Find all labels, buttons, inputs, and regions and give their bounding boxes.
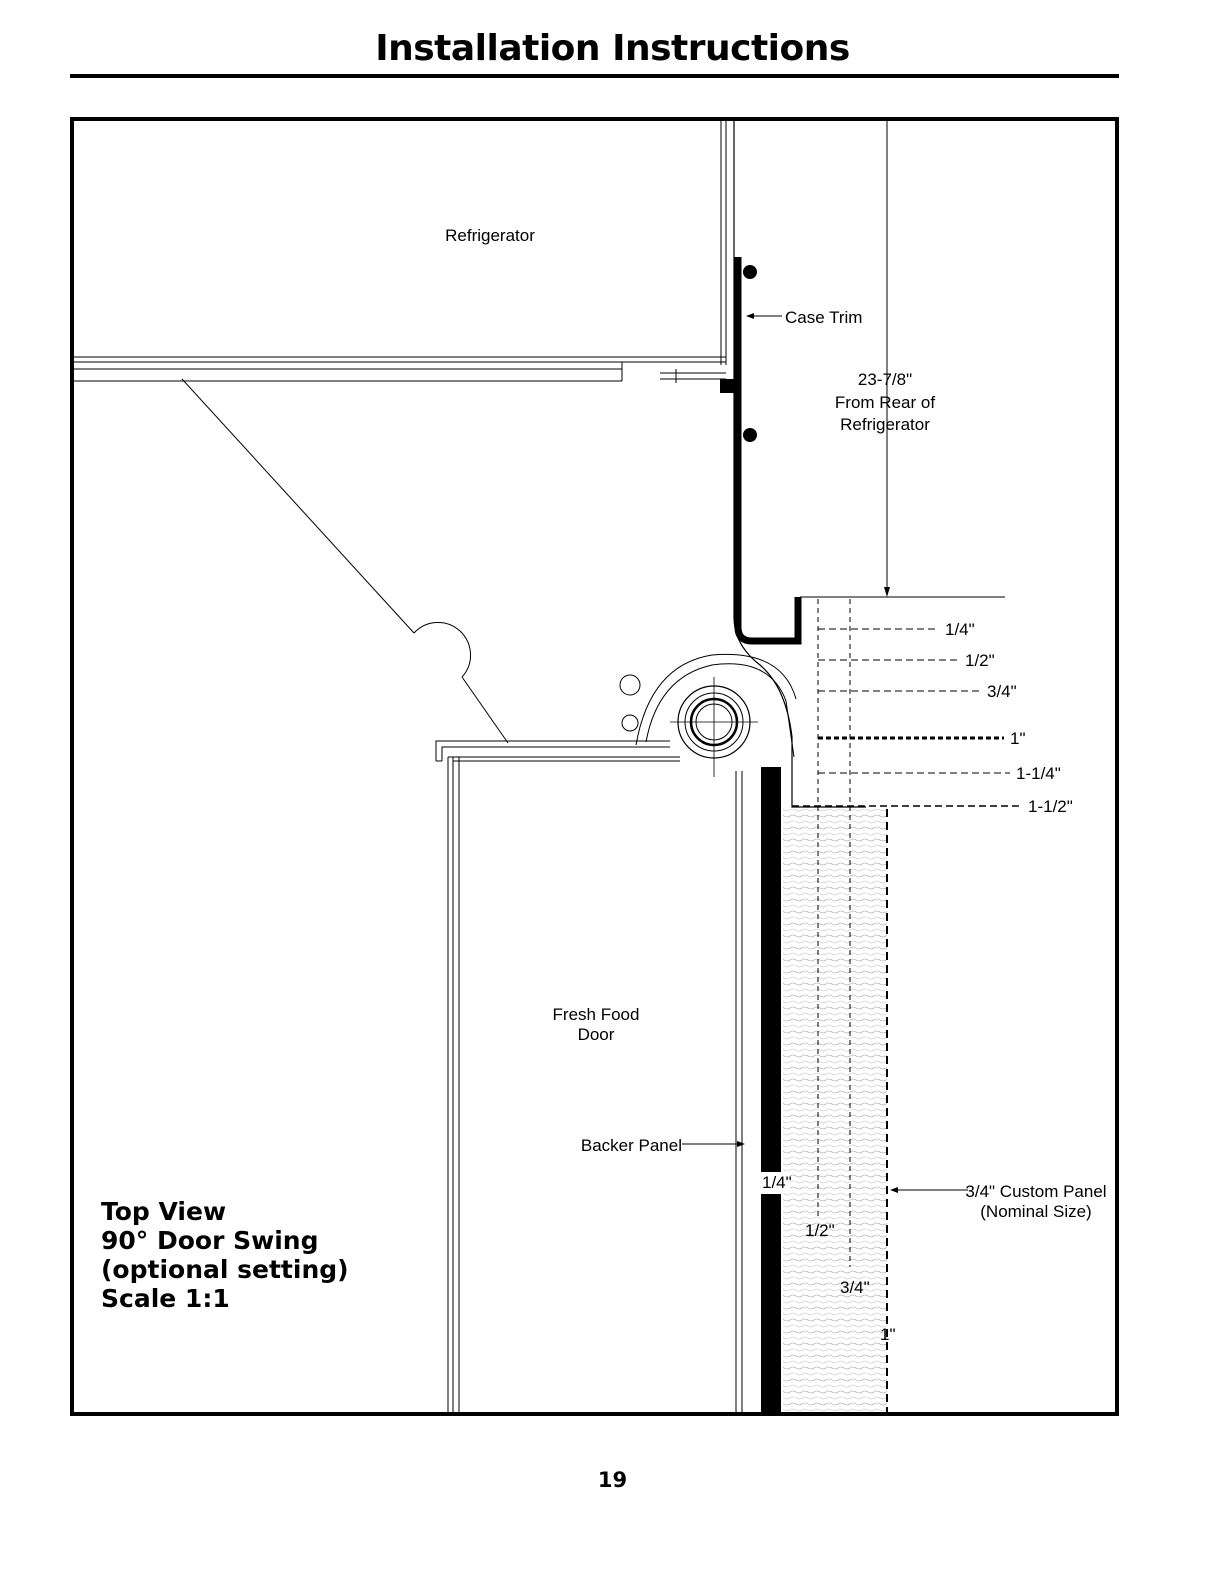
refrigerator-cabinet (74, 119, 734, 617)
custom-panel (783, 809, 887, 1414)
page-number: 19 (0, 1468, 1225, 1492)
custom-panel-label: 3/4" Custom Panel (965, 1182, 1106, 1201)
fresh-food-door (436, 741, 742, 1414)
fresh-food-door-label: Door (578, 1025, 615, 1044)
thickness-label-three-quarter: 3/4" (840, 1278, 870, 1297)
caption-setting: (optional setting) (101, 1255, 349, 1284)
offset-label-one-half: 1-1/2" (1028, 797, 1073, 816)
drawing-caption: Top View 90° Door Swing (optional settin… (101, 1197, 349, 1313)
thickness-label-quarter: 1/4" (762, 1173, 792, 1192)
fresh-food-door-label: Fresh Food (553, 1005, 640, 1024)
caption-door-swing: 90° Door Swing (101, 1226, 349, 1255)
backer-panel-label: Backer Panel (581, 1136, 682, 1155)
backer-panel (761, 767, 781, 1414)
thickness-label-half: 1/2" (805, 1221, 835, 1240)
offset-label-one-quarter: 1-1/4" (1016, 764, 1061, 783)
thickness-label-one: 1" (880, 1325, 896, 1344)
page-title: Installation Instructions (0, 28, 1225, 69)
offset-label-quarter: 1/4" (945, 620, 975, 639)
offset-label-half: 1/2" (965, 651, 995, 670)
offset-label-one: 1" (1010, 729, 1026, 748)
depth-dimension-label: 23-7/8" (858, 370, 912, 389)
offset-label-three-quarter: 3/4" (987, 682, 1017, 701)
caption-scale: Scale 1:1 (101, 1284, 349, 1313)
depth-dimension-label: From Rear of (835, 393, 935, 412)
depth-dimension-label: Refrigerator (840, 415, 930, 434)
hinge-assembly (620, 617, 866, 807)
title-rule (70, 74, 1119, 78)
door-swing-outline (182, 379, 508, 743)
custom-panel-label: (Nominal Size) (980, 1202, 1091, 1221)
refrigerator-label: Refrigerator (445, 226, 535, 245)
case-trim-label: Case Trim (785, 308, 862, 327)
caption-view: Top View (101, 1197, 349, 1226)
